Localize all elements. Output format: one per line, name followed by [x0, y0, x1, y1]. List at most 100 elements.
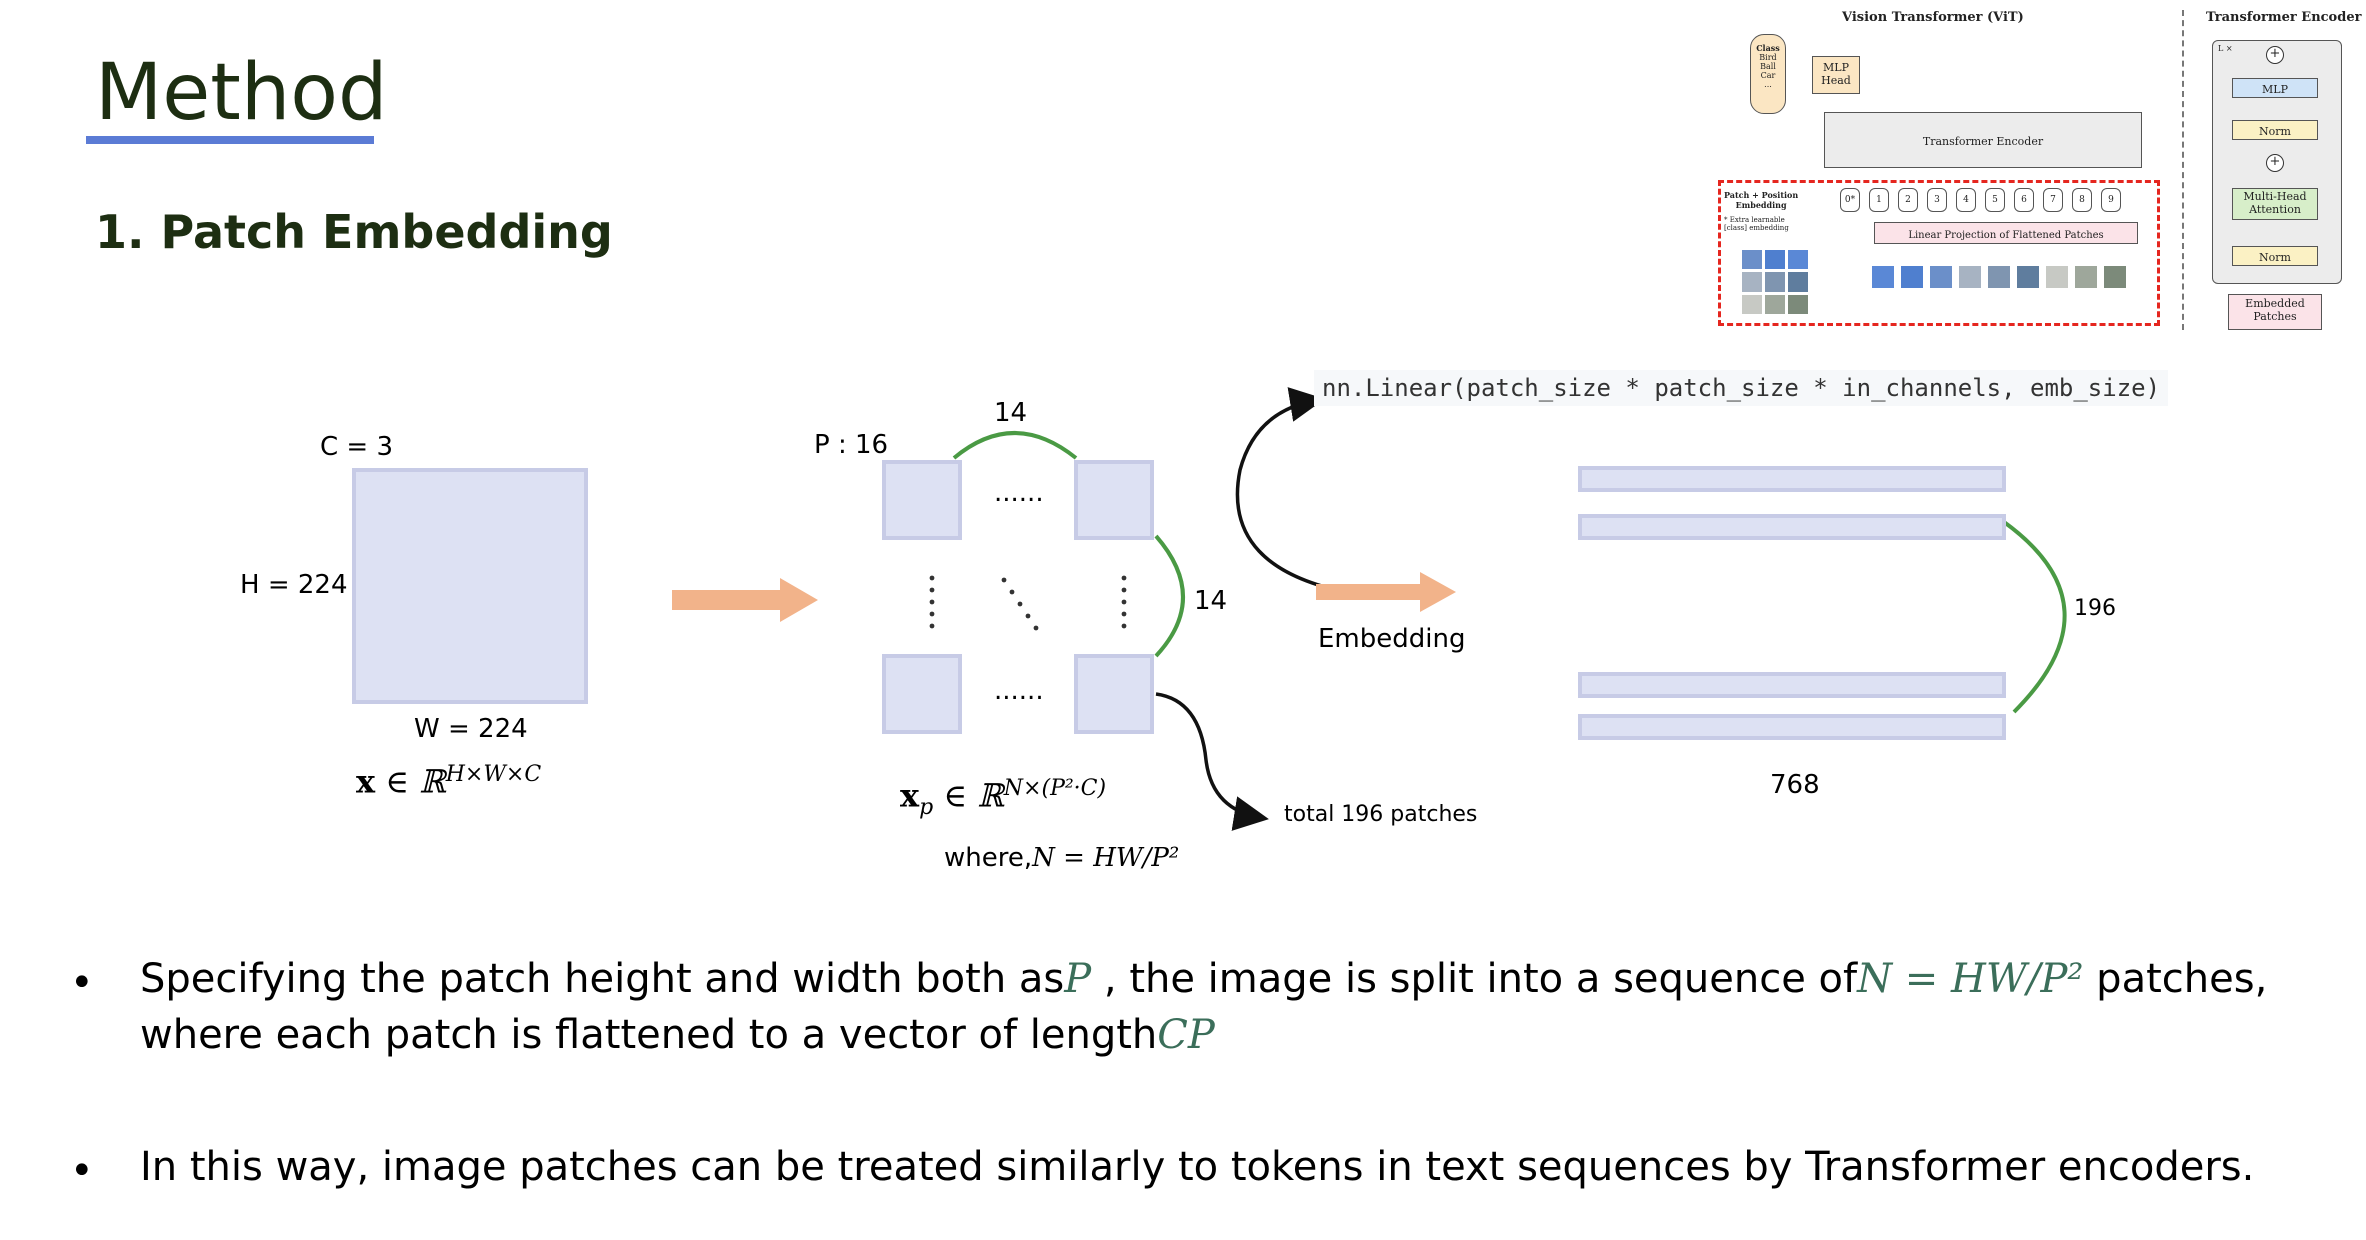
token-count-label: 196 — [2074, 596, 2116, 621]
patch-pos-label: Patch + Position Embedding — [1724, 190, 1798, 210]
dots-bottom: ...... — [994, 676, 1044, 706]
embedding-bar-2 — [1578, 514, 2006, 540]
side-count-label: 14 — [1194, 586, 1228, 616]
position-token: 9 — [2101, 188, 2121, 212]
flattened-patch — [2046, 266, 2068, 288]
where-formula: N = HW/P² — [1032, 843, 1180, 873]
transformer-encoder-box: Transformer Encoder — [1824, 112, 2142, 168]
encoder-norm-box-2: Norm — [2232, 246, 2318, 266]
bullet-1-text-d: where each patch is flattened to a vecto… — [140, 1012, 1158, 1058]
bullet-1-text-a: Specifying the patch height and width bo… — [140, 956, 1065, 1002]
position-token: 3 — [1927, 188, 1947, 212]
position-token: 4 — [1956, 188, 1976, 212]
extra-label: * Extra learnable [class] embedding — [1724, 216, 1789, 232]
where-label: where, — [944, 843, 1033, 873]
embedding-dim-label: 768 — [1770, 770, 1820, 800]
embedded-patches-box: Embedded Patches — [2228, 294, 2322, 330]
embedding-label: Embedding — [1318, 624, 1466, 654]
embedding-region — [1718, 180, 2160, 326]
residual-add-icon-1: + — [2266, 46, 2284, 64]
height-label: H = 224 — [240, 570, 348, 600]
linear-layer-code: nn.Linear(patch_size * patch_size * in_c… — [1314, 370, 2169, 406]
flattened-patch — [2104, 266, 2126, 288]
flattened-patch — [1988, 266, 2010, 288]
projection-box: Linear Projection of Flattened Patches — [1874, 222, 2138, 244]
patch-formula: xp ∈ ℝN×(P²·C) — [900, 776, 1107, 821]
position-token: 0* — [1840, 188, 1860, 212]
patch-top-left — [882, 460, 962, 540]
input-image-square — [352, 468, 588, 704]
class-car: Car — [1760, 71, 1776, 80]
encoder-norm-label-1: Norm — [2259, 125, 2291, 138]
class-bird: Bird — [1759, 53, 1777, 62]
position-token: 8 — [2072, 188, 2092, 212]
bullet-dot-2: • — [70, 1148, 94, 1194]
orange-arrow-2 — [1316, 572, 1456, 612]
vit-title: Vision Transformer (ViT) — [1842, 10, 2024, 25]
embedding-bar-4 — [1578, 714, 2006, 740]
ellipsis-marks — [929, 575, 1127, 631]
image-grid — [1742, 250, 1812, 314]
vit-figure: Vision Transformer (ViT) Class Bird Ball… — [1700, 0, 2366, 340]
encoder-norm-label-2: Norm — [2259, 251, 2291, 264]
orange-arrow-1 — [672, 578, 818, 622]
class-box: Class Bird Ball Car ... — [1750, 34, 1786, 114]
section-subtitle: 1. Patch Embedding — [95, 205, 613, 259]
bullet-1-text-b: , the image is split into a sequence of — [1091, 956, 1858, 1002]
patch-size-label: P : 16 — [814, 430, 889, 460]
encoder-mha-line-1: Multi-Head — [2243, 190, 2307, 203]
where-line: where,N = HW/P² — [944, 842, 1179, 873]
total-patches-label: total 196 patches — [1284, 802, 1478, 827]
encoder-mlp-label: MLP — [2262, 83, 2288, 96]
mlp-head-line-1: MLP — [1823, 61, 1849, 74]
position-token: 7 — [2043, 188, 2063, 212]
flattened-patch — [2075, 266, 2097, 288]
position-token: 1 — [1869, 188, 1889, 212]
bullet-2-text: In this way, image patches can be treate… — [140, 1144, 2255, 1190]
embedding-bar-1 — [1578, 466, 2006, 492]
encoder-mha-box: Multi-Head Attention — [2232, 188, 2318, 220]
residual-add-icon-2: + — [2266, 154, 2284, 172]
flattened-patch — [1872, 266, 1894, 288]
encoder-norm-box-1: Norm — [2232, 120, 2318, 140]
flattened-patch — [2017, 266, 2039, 288]
transformer-encoder-label: Transformer Encoder — [1922, 135, 2044, 148]
encoder-mha-line-2: Attention — [2249, 203, 2301, 216]
embedded-line-2: Patches — [2253, 310, 2297, 323]
embedded-line-1: Embedded — [2245, 297, 2305, 310]
flattened-patch — [1959, 266, 1981, 288]
patch-top-right — [1074, 460, 1154, 540]
mlp-head-box: MLP Head — [1812, 56, 1860, 94]
position-token: 5 — [1985, 188, 2005, 212]
bullet-dot-1: • — [70, 960, 94, 1006]
flattened-patch — [1930, 266, 1952, 288]
image-formula: x ∈ ℝH×W×C — [356, 762, 542, 801]
class-ball: Ball — [1760, 62, 1776, 71]
projection-label: Linear Projection of Flattened Patches — [1908, 230, 2104, 241]
class-title: Class — [1756, 43, 1780, 53]
encoder-figure: Transformer Encoder L × + MLP Norm + Mul… — [2192, 0, 2366, 340]
patch-pos-line-2: Embedding — [1735, 200, 1787, 210]
mlp-head-line-2: Head — [1821, 74, 1851, 87]
slide-title: Method — [95, 48, 388, 138]
title-underline — [86, 136, 374, 144]
encoder-repeat-label: L × — [2218, 44, 2233, 53]
bullet-1-line-1: Specifying the patch height and width bo… — [140, 956, 2267, 1002]
extra-line-2: [class] embedding — [1724, 224, 1789, 232]
bullet-1-math-cp: CP — [1157, 1012, 1215, 1058]
embedding-bar-3 — [1578, 672, 2006, 698]
extra-line-1: * Extra learnable — [1724, 216, 1785, 224]
bullet-1-math-n: N = HW/P² — [1857, 956, 2084, 1002]
class-more: ... — [1764, 80, 1772, 89]
top-count-label: 14 — [994, 398, 1028, 428]
position-token: 2 — [1898, 188, 1918, 212]
encoder-title: Transformer Encoder — [2206, 10, 2362, 25]
patch-bottom-left — [882, 654, 962, 734]
encoder-mlp-box: MLP — [2232, 78, 2318, 98]
position-token: 6 — [2014, 188, 2034, 212]
width-label: W = 224 — [414, 714, 528, 744]
channel-label: C = 3 — [320, 432, 394, 462]
dots-top: ...... — [994, 478, 1044, 508]
patch-pos-line-1: Patch + Position — [1724, 190, 1799, 200]
